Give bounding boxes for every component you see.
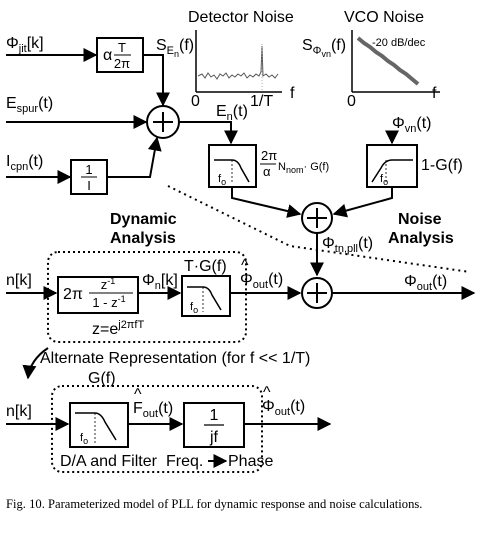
integrator-den: jf [209, 429, 219, 446]
noise-label-1: Noise [398, 211, 442, 228]
phi-out-label: Φout(t) [404, 273, 447, 293]
detector-x0-label: 0 [191, 93, 200, 110]
figure-caption: Fig. 10. Parameterized model of PLL for … [6, 496, 476, 513]
z-def-label: z=ej2πfT [92, 319, 144, 338]
e-n-label: En(t) [216, 103, 248, 123]
noise-gain-num: 2π [261, 148, 277, 163]
alternate-arrow [22, 347, 49, 380]
dynamic-label-2: Analysis [110, 230, 176, 247]
phi-vn-label: Φvn(t) [392, 115, 432, 135]
vco-noise-plot: VCO Noise SΦvn(f) -20 dB/dec 0 f [302, 9, 440, 110]
integrator-num: 1 [210, 407, 219, 424]
sigma-delta-prefix: 2π [63, 286, 83, 303]
phi-out-hat-bottom-label: Φout(t) [262, 398, 305, 418]
one-over-i-to-sum-wire [107, 136, 162, 178]
f-out-hat-label: Fout(t) [133, 400, 173, 420]
alpha-t-num: T [118, 40, 126, 55]
lowpass-to-summer-2-wire [231, 187, 302, 218]
tg-label: T·G(f) [184, 258, 227, 275]
da-filter-caption: D/A and Filter [60, 453, 158, 470]
detector-noise-title: Detector Noise [188, 9, 294, 26]
caption-text: Parameterized model of PLL for dynamic r… [48, 497, 423, 511]
vco-f-label: f [432, 85, 437, 102]
detector-noise-trace [197, 45, 279, 80]
one-over-i-den: I [87, 178, 91, 193]
detector-1-over-t-label: 1/T [250, 93, 273, 110]
alpha-symbol: α [103, 47, 112, 64]
tg-filter-fo: fo [190, 301, 198, 315]
freq-label: Freq. [166, 453, 203, 470]
vco-slope-label: -20 dB/dec [372, 37, 426, 49]
phi-out-hat-top-hat: ^ [241, 257, 249, 274]
vco-x0-label: 0 [347, 93, 356, 110]
n-k-top-label: n[k] [6, 272, 32, 289]
detector-noise-ylabel: SEn(f) [156, 37, 194, 59]
noise-lowpass-fo: fo [218, 173, 226, 187]
detector-f-label: f [290, 85, 295, 102]
summer-1-to-filter-wire [179, 121, 238, 145]
vco-noise-ylabel: SΦvn(f) [302, 37, 346, 59]
detector-noise-plot: Detector Noise SEn(f) 0 1/T f [156, 9, 295, 110]
alpha-t-den: 2π [114, 56, 130, 71]
noise-highpass-filter-block [366, 144, 418, 188]
phi-out-hat-bottom-hat: ^ [263, 384, 271, 401]
f-out-hat-hat: ^ [134, 386, 142, 403]
n-k-bottom-label: n[k] [6, 403, 32, 420]
dynamic-label-1: Dynamic [110, 211, 177, 228]
noise-label-2: Analysis [388, 230, 454, 247]
pll-model-diagram: Detector Noise SEn(f) 0 1/T f VCO Noise … [6, 9, 476, 473]
e-spur-label: Espur(t) [6, 95, 53, 115]
vco-noise-title: VCO Noise [344, 9, 424, 26]
da-filter-fo: fo [80, 432, 88, 446]
noise-gain-den: α [263, 164, 271, 179]
g-label: G(f) [88, 370, 116, 387]
phi-n-label: Φn[k] [142, 272, 178, 292]
phase-label: Phase [228, 453, 273, 470]
alpha-to-sum-wire [143, 54, 170, 107]
alternate-region [51, 385, 263, 473]
hp-label: 1-G(f) [421, 157, 463, 174]
sigma-delta-den: 1 - z-1 [92, 294, 125, 310]
alternate-label: Alternate Representation (for f << 1/T) [40, 350, 310, 367]
sigma-delta-block [57, 276, 139, 314]
highpass-to-summer-2-wire [332, 187, 393, 218]
da-filter-block [69, 402, 129, 448]
vco-noise-trace [356, 36, 420, 86]
i-cpn-label: Icpn(t) [6, 153, 43, 173]
caption-label: Fig. 10. [6, 497, 45, 511]
one-over-i-num: 1 [85, 162, 92, 177]
phi-tn-label: Φtn,pll(t) [322, 235, 373, 255]
tg-filter-block [181, 275, 231, 317]
noise-lowpass-filter-block [208, 144, 257, 188]
noise-gain-tail: Nnom· G(f) [278, 161, 329, 175]
sigma-delta-num: z-1 [101, 276, 116, 292]
noise-highpass-fo: fo [380, 173, 388, 187]
phi-jit-label: Φjit[k] [6, 35, 44, 55]
phi-out-hat-top-label: Φout(t) [240, 271, 283, 291]
